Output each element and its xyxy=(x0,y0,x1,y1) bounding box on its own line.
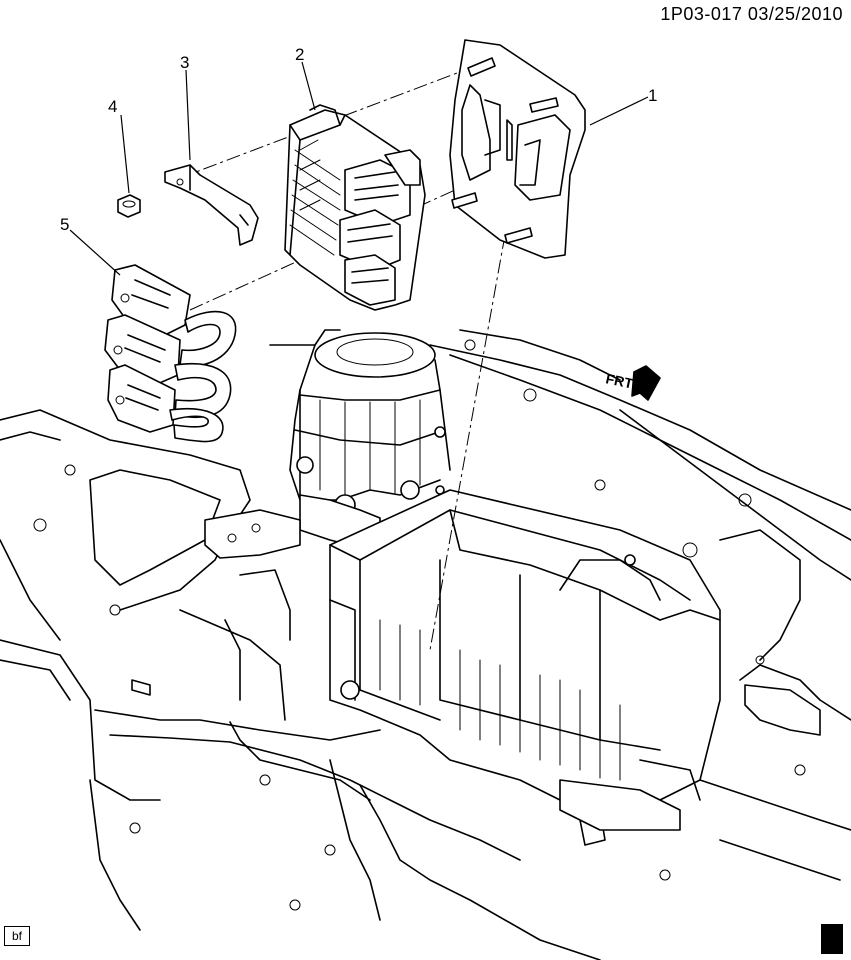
corner-code-box: bf xyxy=(4,926,30,946)
callout-leaders xyxy=(69,61,649,276)
gm-spo-logo-icon xyxy=(821,924,843,954)
module-mounting-tray xyxy=(329,489,721,846)
part-3-support-bracket xyxy=(164,164,259,246)
vehicle-body-structure xyxy=(0,329,851,960)
diagram-header-code: 1P03-017 03/25/2010 xyxy=(660,4,843,24)
callout-4: 4 xyxy=(108,97,117,116)
part-5-harness-connector xyxy=(104,264,237,443)
callout-3: 3 xyxy=(180,53,189,72)
callout-2: 2 xyxy=(295,45,304,64)
part-4-nut xyxy=(117,194,141,218)
part-2-control-module xyxy=(284,104,426,311)
front-label: FRT xyxy=(604,370,634,391)
front-direction-indicator: FRT xyxy=(604,365,661,401)
part-1-mounting-bracket xyxy=(449,39,586,259)
callout-5: 5 xyxy=(60,215,69,234)
callout-1: 1 xyxy=(648,86,657,105)
